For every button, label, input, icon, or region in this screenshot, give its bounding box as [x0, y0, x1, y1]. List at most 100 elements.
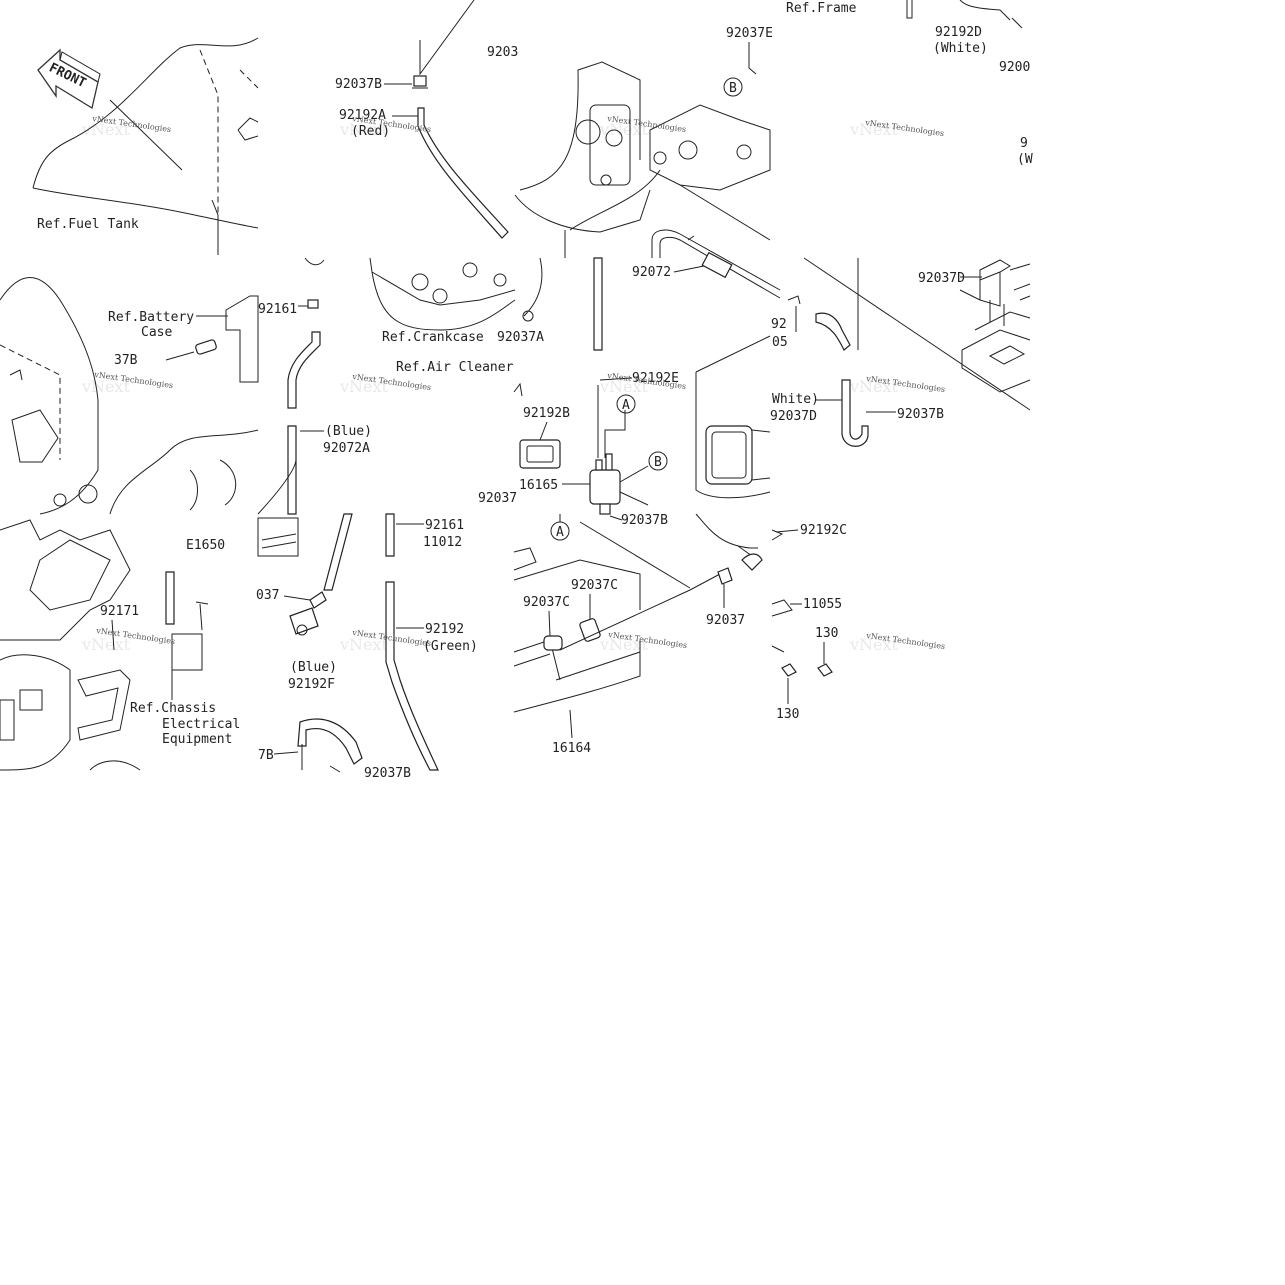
- pipe-11012-icon: [579, 618, 601, 642]
- front-label: FRONT: [46, 60, 88, 91]
- label-92161-top: 92037D: [918, 271, 965, 286]
- label-92192A-color: (Red): [351, 124, 390, 139]
- label-7B: 7B: [258, 748, 274, 763]
- label-9200: 9200: [999, 60, 1030, 75]
- ref-air-cleaner: Ref.Air Cleaner: [396, 360, 514, 375]
- label-92037D-2: 92037B: [897, 407, 944, 422]
- svg-text:vNext: vNext: [81, 120, 131, 139]
- hose-92192A: [412, 0, 509, 239]
- label-130-a: 130: [815, 626, 838, 641]
- label-92072A: 92192B: [523, 406, 570, 421]
- label-92037-right: 92037: [706, 613, 745, 628]
- svg-text:vNext: vNext: [599, 120, 649, 139]
- label-92192D: 92192D: [935, 25, 982, 40]
- svg-text:vNext: vNext: [849, 120, 899, 139]
- svg-text:vNext: vNext: [599, 635, 649, 654]
- label-92192A: 92192A: [339, 108, 386, 123]
- label-130-b: 130: [776, 707, 799, 722]
- callout-b-top: [723, 77, 743, 97]
- ref-battery-case-1: Ref.Battery: [108, 310, 194, 325]
- chassis-electrical-outline: [0, 519, 141, 771]
- ref-frame: Ref.Frame: [786, 1, 857, 16]
- bolts-130: [771, 529, 833, 677]
- label-92037D-1: 05: [772, 335, 788, 350]
- label-92037B-mid: 92192E: [632, 371, 679, 386]
- label-037: 037: [256, 588, 279, 603]
- label-92161-low: 92192C: [800, 523, 847, 538]
- label-92037B-1: 92037B: [335, 77, 382, 92]
- ref-chassis-1: Ref.Chassis: [130, 701, 216, 716]
- front-arrow-icon: FRONT: [37, 48, 101, 110]
- label-9203-top: 9203: [487, 45, 518, 60]
- label-92192: 92192: [425, 622, 464, 637]
- label-92192-color: (Green): [423, 639, 478, 654]
- strap-92072A-icon: [519, 439, 561, 469]
- label-11055: 11055: [803, 597, 842, 612]
- label-92192D-color: (White): [933, 41, 988, 56]
- svg-text:vNext: vNext: [599, 377, 649, 396]
- label-92192F: 92192F: [288, 677, 335, 692]
- watermark-backgrounds: vNext vNext vNext vNext vNext vNext vNex…: [81, 120, 899, 654]
- label-92037A: 37B: [114, 353, 138, 368]
- svg-text:vNext: vNext: [81, 377, 131, 396]
- label-92037E: 92037E: [726, 26, 773, 41]
- label-92037C-visible: 92037C: [523, 595, 570, 610]
- label-92192E: (Blue): [325, 424, 372, 439]
- watermark-captions: vNext Technologies vNext Technologies vN…: [91, 114, 946, 651]
- callout-a-upper: [616, 394, 636, 414]
- bolt-130-a-icon: [781, 663, 797, 677]
- label-92072: 92072: [632, 265, 671, 280]
- canister-16164-body: [695, 335, 771, 557]
- label-92171: 92171: [100, 604, 139, 619]
- label-92192B-color: 92037D: [770, 409, 817, 424]
- label-92037B-bottom: 92037B: [364, 766, 411, 781]
- ref-chassis-3: Equipment: [162, 732, 232, 747]
- label-92192F-color: (Blue): [290, 660, 337, 675]
- bolt-130-b-icon: [817, 663, 833, 677]
- svg-text:vNext: vNext: [849, 635, 899, 654]
- svg-text:vNext: vNext: [339, 120, 389, 139]
- canister-16164-lower: [513, 521, 763, 713]
- separator-assembly: [513, 257, 649, 522]
- svg-text:vNext: vNext: [339, 635, 389, 654]
- battery-case-outline: [0, 277, 259, 515]
- ref-chassis-2: Electrical: [162, 717, 240, 732]
- label-92192C-color: 11012: [423, 535, 462, 550]
- clamp-92037C-icon: [543, 635, 563, 651]
- label-92192C: 92161: [425, 518, 464, 533]
- hoses-lower-middle: [257, 513, 439, 773]
- label-05: 92: [771, 317, 787, 332]
- canister-tray-right: [841, 258, 1031, 447]
- callout-b-mid-label: B: [654, 455, 662, 470]
- label-92192B: White): [772, 392, 819, 407]
- callout-a-upper-label: A: [622, 398, 630, 413]
- label-9-right: 9: [1020, 136, 1028, 151]
- hose-92192E: [287, 257, 325, 515]
- callout-a-lower: [550, 521, 570, 541]
- label-92-crank: 92037A: [497, 330, 544, 345]
- frame-bracket: [514, 61, 771, 258]
- callout-b-mid: [648, 451, 668, 471]
- ref-fuel-tank: Ref.Fuel Tank: [37, 217, 139, 232]
- label-92037B-low: 92037B: [621, 513, 668, 528]
- ref-battery-case-2: Case: [141, 325, 172, 340]
- fuel-tank-outline: [32, 37, 259, 255]
- callout-b-top-label: B: [729, 81, 737, 96]
- svg-text:vNext: vNext: [849, 377, 899, 396]
- label-92037-left: 92037: [478, 491, 517, 506]
- crankcase-outline: [369, 257, 534, 331]
- svg-text:vNext: vNext: [81, 635, 131, 654]
- svg-text:vNext: vNext: [339, 377, 389, 396]
- ref-crankcase: Ref.Crankcase: [382, 330, 484, 345]
- callout-a-lower-label: A: [556, 525, 564, 540]
- label-92192E-color: 92072A: [323, 441, 370, 456]
- label-16164: 16164: [552, 741, 591, 756]
- separator-16165-icon: [589, 469, 621, 505]
- canister-strap-92072: [651, 229, 1031, 411]
- diagram-code: E1650: [186, 538, 225, 553]
- label-16165: 16165: [519, 478, 558, 493]
- label-11012: 92037C: [571, 578, 618, 593]
- bracket-92171: [165, 571, 209, 671]
- label-9-right-color: (W: [1017, 152, 1033, 167]
